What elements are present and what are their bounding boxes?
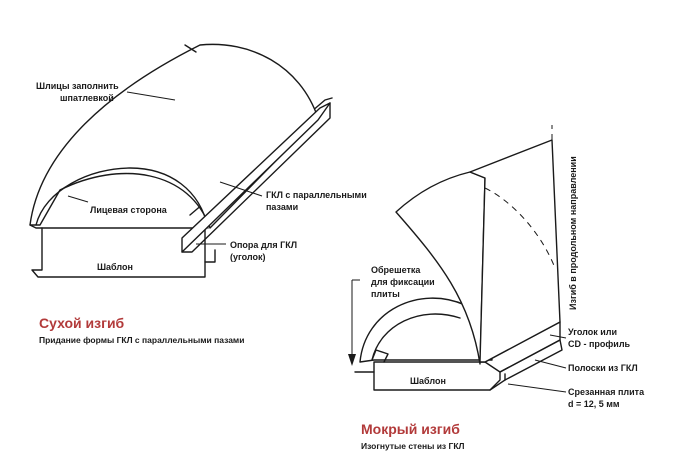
dry-subtitle: Придание формы ГКЛ с параллельными пазам… xyxy=(39,335,244,345)
dry-bend-drawing xyxy=(29,43,333,278)
arrow-cut-plate xyxy=(507,383,567,393)
dry-board-inner-edge xyxy=(35,167,209,229)
label-cut-plate-line1: Срезанная плита xyxy=(568,387,645,397)
label-gkl-grooves-line1: ГКЛ с параллельными xyxy=(266,190,367,200)
label-strips: Полоски из ГКЛ xyxy=(568,363,638,373)
label-slots-line1: Шлицы заполнить xyxy=(36,81,119,91)
wet-lathing-clip xyxy=(371,349,389,363)
label-cut-plate-line2: d = 12, 5 мм xyxy=(568,399,620,409)
arrow-face xyxy=(67,195,89,203)
label-slots-line2: шпатлевкой xyxy=(60,93,114,103)
label-angle-line1: Уголок или xyxy=(568,327,617,337)
dry-board-edge xyxy=(29,224,43,229)
label-wet-template: Шаблон xyxy=(410,376,446,386)
arrow-slots xyxy=(126,91,176,101)
wet-labels: Обрешетка для фиксации плиты Изгиб в про… xyxy=(361,156,645,451)
arrow-angle xyxy=(549,334,567,339)
arrow-strips xyxy=(534,359,567,369)
label-dry-template: Шаблон xyxy=(97,262,133,272)
label-lathing-line3: плиты xyxy=(371,289,400,299)
wet-bend-drawing xyxy=(348,125,567,393)
wet-title: Мокрый изгиб xyxy=(361,421,460,437)
dry-title: Сухой изгиб xyxy=(39,315,125,331)
label-support-line1: Опора для ГКЛ xyxy=(230,240,297,250)
dry-notch xyxy=(184,44,197,53)
label-lathing-line1: Обрешетка xyxy=(371,265,421,275)
dry-support-angle xyxy=(181,102,331,253)
label-bend-direction: Изгиб в продольном направлении xyxy=(568,156,578,310)
label-face: Лицевая сторона xyxy=(90,205,168,215)
wet-strips xyxy=(499,339,563,381)
label-gkl-grooves-line2: пазами xyxy=(266,202,298,212)
label-support-line2: (уголок) xyxy=(230,252,266,262)
wet-bend-dashed xyxy=(484,187,556,269)
wet-lathing-inner xyxy=(371,313,461,361)
arrowhead-lathing xyxy=(348,354,356,366)
label-angle-line2: CD - профиль xyxy=(568,339,631,349)
wet-cut-plate xyxy=(489,373,506,391)
wet-sheet-curl xyxy=(395,171,486,365)
dry-curved-board xyxy=(29,43,319,229)
dry-support-angle-edge xyxy=(181,102,331,253)
dry-template-side xyxy=(204,249,216,263)
wet-subtitle: Изогнутые стены из ГКЛ xyxy=(361,441,465,451)
arrow-gkl-grooves xyxy=(219,181,263,197)
dry-labels: Шлицы заполнить шпатлевкой Лицевая сторо… xyxy=(36,81,367,345)
label-lathing-line2: для фиксации xyxy=(371,277,435,287)
